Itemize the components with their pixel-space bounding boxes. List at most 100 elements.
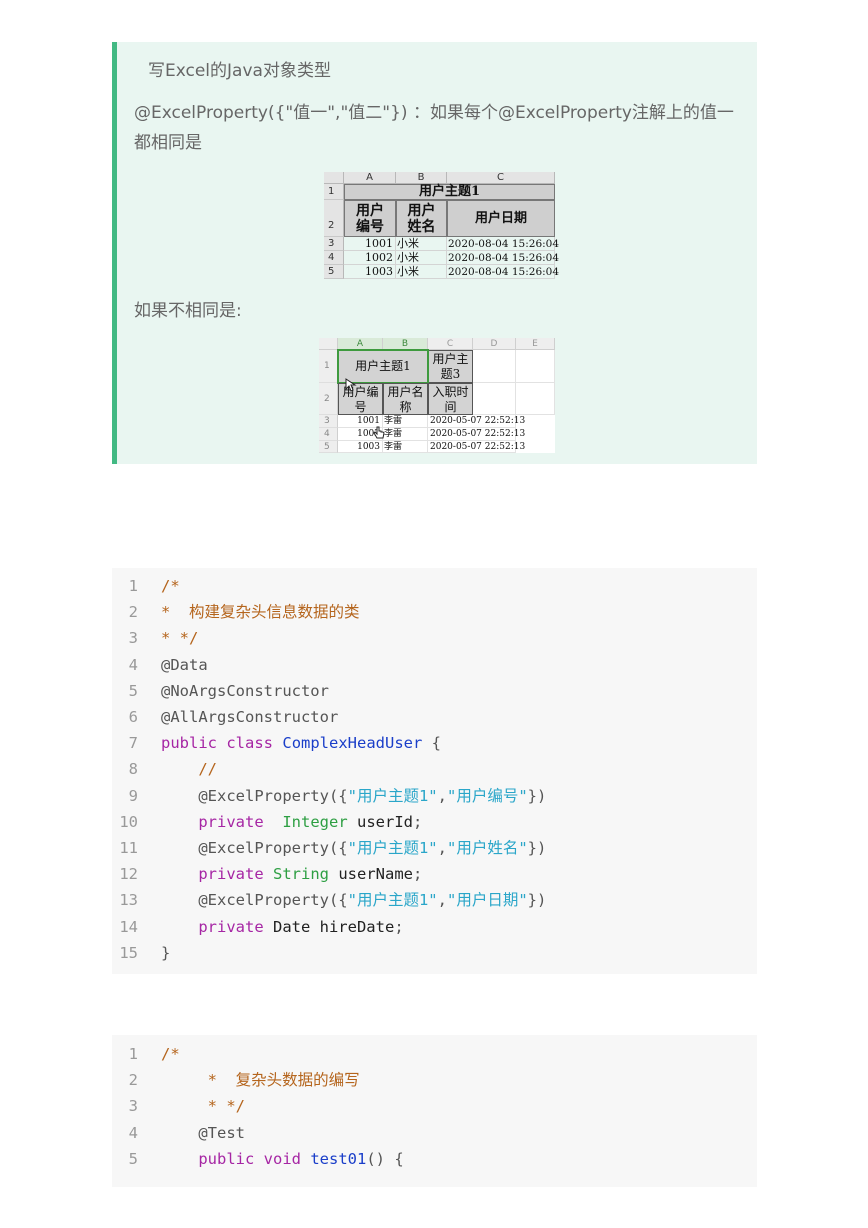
code-token — [273, 734, 282, 752]
line-number: 11 — [119, 839, 138, 857]
code-text: @Test — [161, 1120, 245, 1146]
code-line: 5 public void test01() { — [112, 1146, 757, 1172]
code-token: @AllArgsConstructor — [161, 708, 339, 726]
code-text: /* — [161, 573, 180, 599]
data-cell: 2020-05-07 22:52:13 — [428, 415, 526, 428]
line-number: 14 — [119, 917, 138, 936]
code-line: 4@Data — [112, 652, 757, 678]
code-token: () { — [366, 1149, 404, 1168]
code-token: "用户主题1" — [347, 786, 438, 805]
code-token: void — [263, 1149, 301, 1168]
code-token: test01 — [310, 1149, 367, 1168]
line-number: 7 — [128, 734, 138, 753]
header-cell: 入职时间 — [428, 383, 473, 415]
data-cell: 李雷 — [383, 441, 428, 453]
code-token: ; — [394, 917, 404, 936]
select-all-corner — [319, 338, 338, 350]
code-token — [264, 813, 283, 831]
code-line: 11 @ExcelProperty({"用户主题1","用户姓名"}) — [112, 835, 757, 861]
code-text: * 复杂头数据的编写 — [161, 1067, 360, 1093]
line-number: 3 — [128, 1097, 138, 1116]
code-text: @AllArgsConstructor — [161, 704, 338, 730]
code-text: private Integer userId; — [161, 809, 422, 835]
code-token: // — [161, 760, 217, 779]
header-cell: 用户名称 — [383, 383, 428, 415]
tip-paragraph: @ExcelProperty({"值一","值二"}) ：如果每个@ExcelP… — [134, 103, 734, 153]
data-cell: 李雷 — [383, 415, 428, 428]
code-token: public — [161, 1149, 255, 1168]
line-number: 5 — [128, 1149, 138, 1168]
code-token: , — [437, 786, 447, 805]
row-number: 5 — [324, 265, 344, 279]
header-cell: 用户姓名 — [396, 200, 447, 237]
code-token — [264, 865, 273, 883]
code-line: 1/* — [112, 1041, 757, 1067]
header-cell: 用户主题3 — [428, 350, 473, 383]
code-token: "用户主题1" — [347, 839, 438, 857]
code-token: userName — [329, 865, 413, 884]
code-token: * 复杂头数据的编写 — [161, 1071, 360, 1090]
empty-cell — [473, 350, 516, 383]
code-token: * */ — [161, 1097, 245, 1116]
code-token: /* — [161, 577, 180, 595]
line-number: 5 — [128, 681, 138, 700]
code-token: , — [437, 891, 447, 910]
code-line: 6@AllArgsConstructor — [112, 704, 757, 730]
data-cell: 1003 — [344, 265, 396, 279]
column-header: A — [344, 172, 396, 184]
code-text: @NoArgsConstructor — [161, 678, 329, 704]
spreadsheet-image-distinct-header: A B C D E 1 2 3 4 5 用户主题1 用户主题3 用户编号 用户名… — [319, 338, 555, 453]
code-token: { — [422, 734, 442, 753]
line-number: 8 — [128, 760, 138, 779]
line-number: 2 — [128, 603, 138, 622]
data-cell: 1001 — [338, 415, 383, 428]
tip-paragraph: 如果不相同是: — [134, 301, 242, 321]
code-token: "用户姓名" — [446, 839, 528, 857]
column-header: C — [428, 338, 473, 350]
code-token: * 构建复杂头信息数据的类 — [161, 603, 360, 622]
data-cell: 1002 — [344, 251, 396, 265]
tip-title: 写Excel的Java对象类型 — [148, 61, 331, 81]
row-number: 1 — [319, 350, 338, 383]
data-cell: 小米 — [396, 251, 447, 265]
code-text: @Data — [161, 652, 208, 678]
code-token: userId — [347, 812, 413, 831]
code-token: Integer — [282, 812, 348, 831]
row-number: 3 — [324, 237, 344, 251]
code-token: "用户日期" — [446, 891, 528, 910]
code-token: }) — [527, 891, 547, 910]
code-text: * */ — [161, 625, 198, 651]
line-number: 13 — [119, 891, 138, 910]
code-token: @ExcelProperty({ — [161, 839, 348, 857]
code-line: 3 * */ — [112, 625, 757, 651]
column-header: E — [516, 338, 555, 350]
data-cell: 1001 — [344, 237, 396, 251]
column-header: B — [396, 172, 447, 184]
data-cell: 2020-08-04 15:26:04 — [447, 237, 560, 251]
code-token: @Data — [161, 655, 208, 674]
line-number: 3 — [128, 629, 138, 648]
header-cell: 用户日期 — [447, 200, 555, 237]
data-cell: 小米 — [396, 265, 447, 279]
tip-block: 写Excel的Java对象类型 @ExcelProperty({"值一","值二… — [112, 42, 757, 464]
line-number: 9 — [128, 786, 138, 805]
data-cell: 李雷 — [383, 428, 428, 441]
code-line: 13 @ExcelProperty({"用户主题1","用户日期"}) — [112, 887, 757, 913]
row-number: 5 — [319, 441, 338, 453]
code-line: 15} — [112, 940, 757, 966]
code-line: 10 private Integer userId; — [112, 809, 757, 835]
code-token: ComplexHeadUser — [282, 734, 423, 753]
code-token: /* — [161, 1045, 180, 1063]
code-token: class — [226, 734, 274, 753]
code-token: } — [161, 943, 171, 962]
data-cell: 2020-08-04 15:26:04 — [447, 265, 560, 279]
code-line: 4 @Test — [112, 1120, 757, 1146]
code-token: @NoArgsConstructor — [161, 681, 329, 700]
empty-cell — [473, 383, 516, 415]
spreadsheet-image-uniform-header: A B C 1 2 3 4 5 用户主题1 用户编号 用户姓名 用户日期 100… — [324, 172, 560, 279]
code-text: // — [161, 756, 217, 782]
data-cell: 小米 — [396, 237, 447, 251]
code-line: 14 private Date hireDate; — [112, 914, 757, 940]
code-text: /* — [161, 1041, 180, 1067]
